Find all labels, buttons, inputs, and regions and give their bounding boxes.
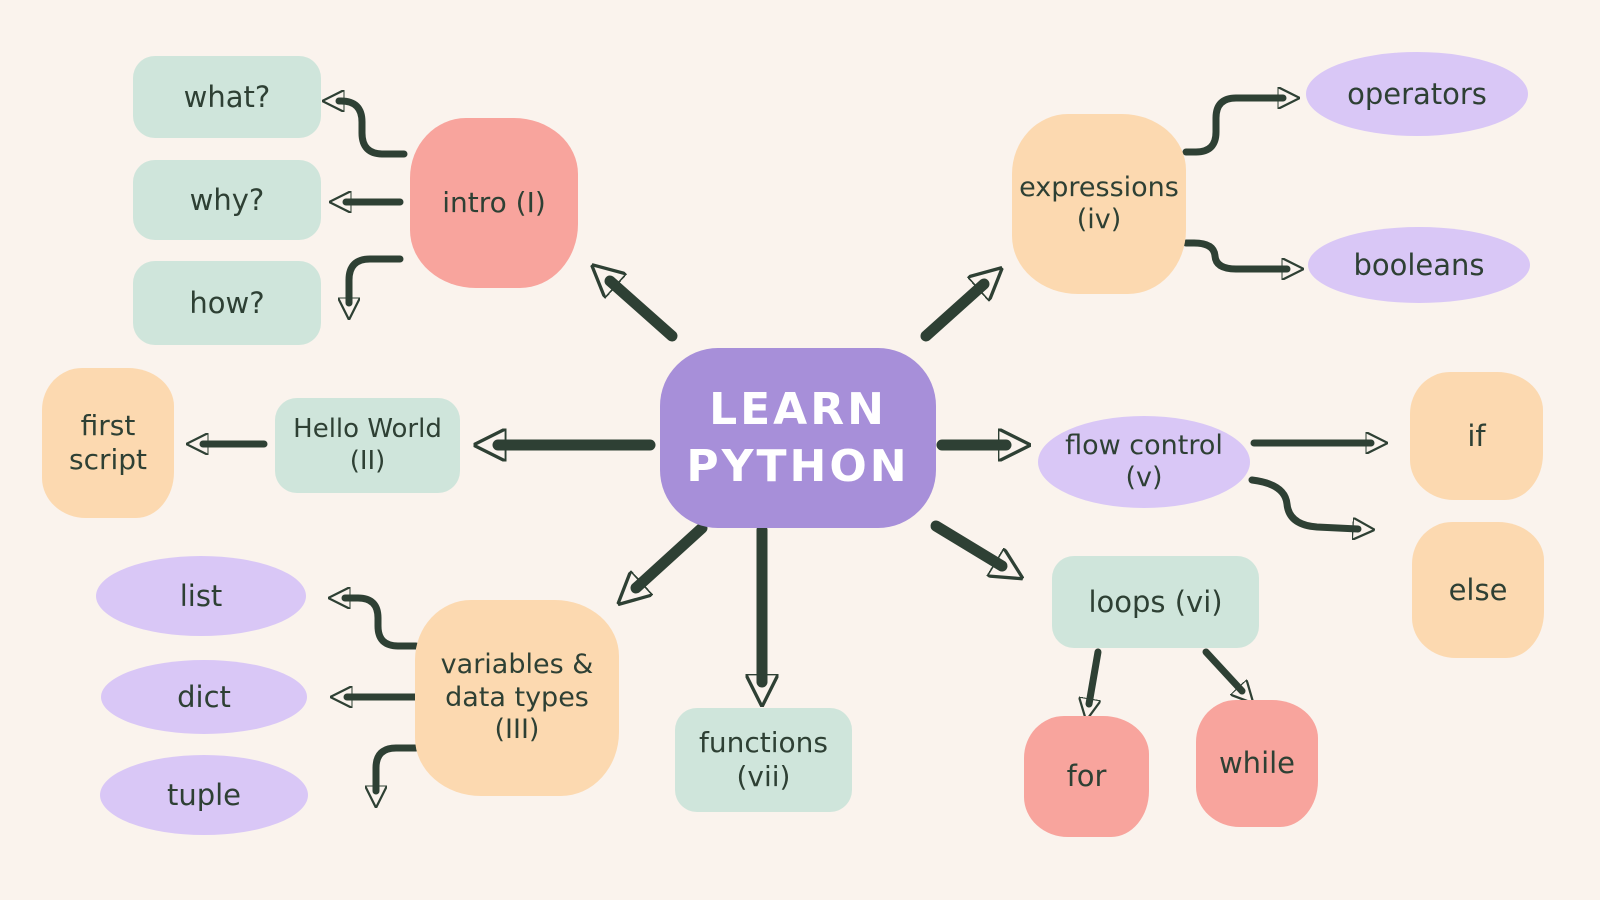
node-flow-control-label: flow control (v) (1065, 429, 1223, 493)
node-for: for (1024, 716, 1149, 837)
node-loops-label: loops (vi) (1088, 584, 1223, 619)
arrow-expressions-to-booleans (1182, 239, 1287, 269)
node-intro-label: intro (I) (442, 186, 546, 220)
node-what-label: what? (183, 79, 271, 114)
node-hello-world: Hello World (II) (275, 398, 460, 493)
node-tuple-label: tuple (166, 777, 242, 812)
node-how: how? (133, 261, 321, 345)
node-while: while (1196, 700, 1318, 827)
node-first-script: first script (42, 368, 174, 518)
node-learn-python-label: LEARN PYTHON (686, 383, 910, 492)
node-while-label: while (1218, 746, 1296, 781)
arrow-center-to-variables (636, 522, 708, 588)
node-if-label: if (1467, 418, 1486, 453)
node-how-label: how? (189, 285, 265, 320)
arrow-expressions-to-operators (1182, 98, 1283, 156)
node-flow-control: flow control (v) (1038, 416, 1250, 508)
node-why: why? (133, 160, 321, 240)
arrow-loops-to-for (1089, 648, 1102, 704)
node-intro: intro (I) (410, 118, 578, 288)
node-operators-label: operators (1347, 76, 1487, 111)
node-what: what? (133, 56, 321, 138)
node-list: list (96, 556, 306, 636)
node-variables-label: variables & data types (III) (440, 649, 594, 746)
arrow-flow-control-to-else (1248, 476, 1358, 529)
arrow-center-to-loops (930, 520, 1002, 566)
node-hello-world-label: Hello World (II) (293, 414, 442, 476)
node-expressions-label: expressions (iv) (1019, 171, 1179, 235)
node-if: if (1410, 372, 1543, 500)
node-expressions: expressions (iv) (1012, 114, 1186, 294)
node-functions: functions (vii) (675, 708, 852, 812)
arrow-loops-to-while (1202, 648, 1242, 691)
node-loops: loops (vi) (1052, 556, 1259, 648)
node-why-label: why? (189, 182, 265, 217)
node-dict: dict (101, 660, 307, 734)
node-first-script-label: first script (68, 409, 148, 476)
node-booleans-label: booleans (1353, 247, 1485, 282)
arrow-intro-to-how (349, 255, 404, 303)
arrow-variables-to-tuple (376, 744, 420, 791)
arrow-variables-to-list (345, 598, 420, 650)
node-functions-label: functions (vii) (699, 726, 828, 793)
arrow-intro-to-what (339, 101, 408, 158)
node-learn-python: LEARN PYTHON (660, 348, 936, 528)
node-tuple: tuple (100, 755, 308, 835)
node-operators: operators (1306, 52, 1528, 136)
node-else: else (1412, 522, 1544, 658)
node-else-label: else (1448, 572, 1508, 607)
node-for-label: for (1066, 759, 1107, 794)
node-dict-label: dict (177, 679, 231, 714)
node-variables: variables & data types (III) (415, 600, 619, 796)
node-booleans: booleans (1308, 227, 1530, 303)
node-list-label: list (179, 578, 223, 613)
arrow-center-to-intro (610, 281, 678, 342)
arrow-center-to-expressions (920, 284, 984, 342)
